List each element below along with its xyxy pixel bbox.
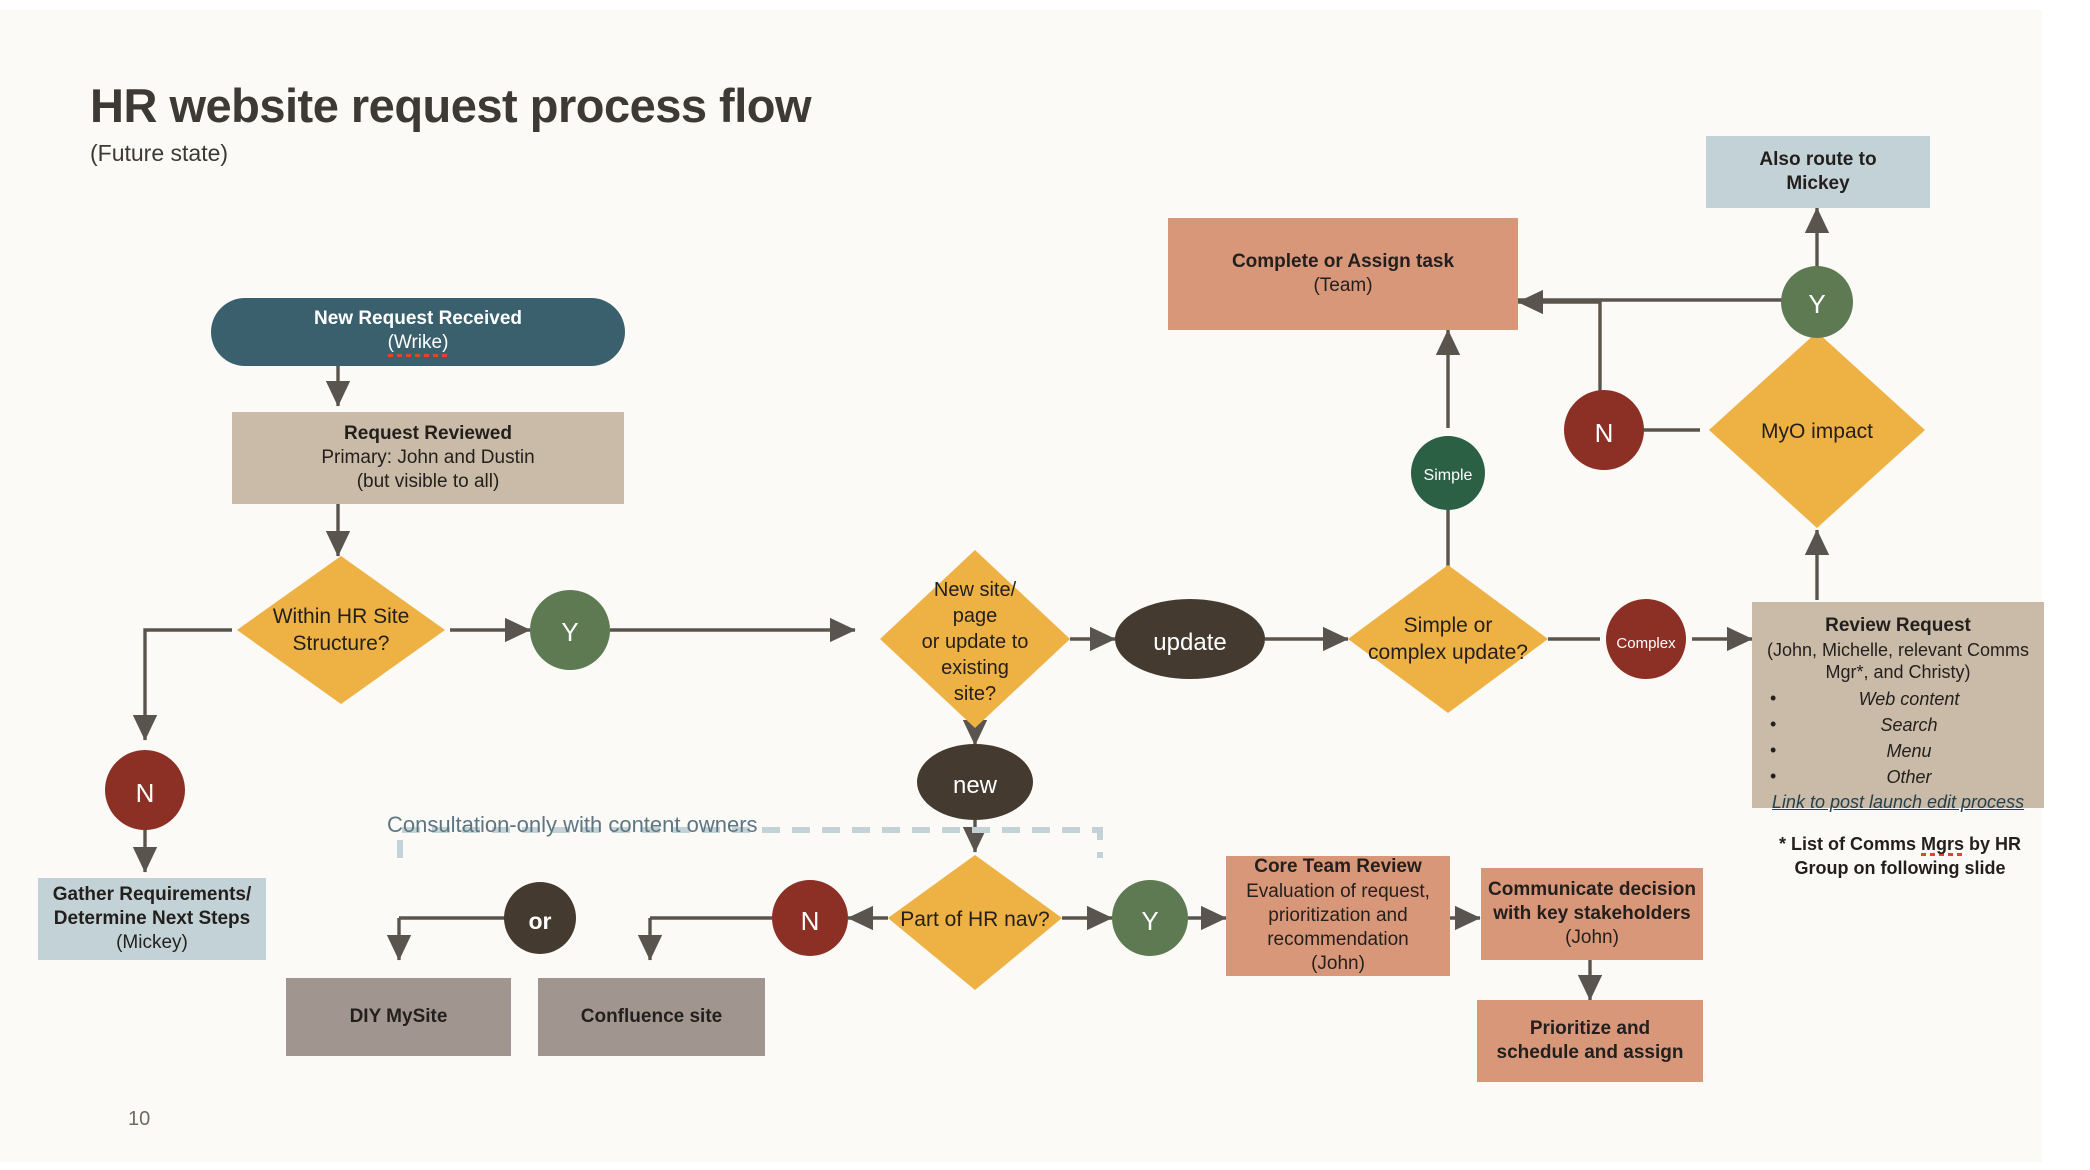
node-line-2: Evaluation of request, xyxy=(1246,880,1430,902)
consultation-only-label: Consultation-only with content owners xyxy=(387,812,758,837)
node-line-2: (Team) xyxy=(1313,275,1373,296)
svg-text:N: N xyxy=(801,906,820,936)
svg-text:page: page xyxy=(953,605,998,627)
node-title: Core Team Review xyxy=(1254,856,1422,878)
node-line-4: recommendation xyxy=(1267,929,1409,951)
node-diy-mysite[interactable]: DIY MySite xyxy=(286,978,511,1056)
svg-text:Y: Y xyxy=(1141,906,1158,936)
node-line-2: with key stakeholders xyxy=(1493,902,1691,924)
node-title: Review Request xyxy=(1825,615,1971,636)
node-title: Complete or Assign task xyxy=(1231,250,1455,272)
svg-text:Structure?: Structure? xyxy=(293,632,390,655)
node-new-request-received[interactable]: New Request Received (Wrike) xyxy=(211,298,625,366)
post-launch-edit-process-link[interactable]: Link to post launch edit process xyxy=(1771,792,2025,813)
node-title: Request Reviewed xyxy=(344,422,512,444)
node-line-2: Determine Next Steps xyxy=(53,907,251,929)
review-request-bullet-list: Web content Search Menu Other xyxy=(1766,685,2030,790)
node-title: Confluence site xyxy=(580,1005,723,1027)
list-item: Menu xyxy=(1770,737,2030,764)
node-title: Gather Requirements/ xyxy=(52,883,252,905)
svg-text:existing: existing xyxy=(941,657,1009,679)
node-title: Also route to xyxy=(1759,148,1877,170)
svg-text:N: N xyxy=(1595,418,1614,448)
page-number: 10 xyxy=(128,1108,151,1130)
node-subtitle: (Wrike) xyxy=(387,331,449,358)
svg-text:Simple or: Simple or xyxy=(1404,614,1493,637)
svg-text:update: update xyxy=(1153,629,1226,656)
node-title: New Request Received xyxy=(313,307,523,329)
page-title: HR website request process flow xyxy=(90,79,812,132)
svg-text:New site/: New site/ xyxy=(934,579,1017,601)
node-line-2: schedule and assign xyxy=(1496,1042,1684,1063)
svg-text:Y: Y xyxy=(561,617,578,647)
node-title: DIY MySite xyxy=(349,1005,448,1027)
svg-text:or update to: or update to xyxy=(922,631,1029,653)
node-line-3: Mgr*, and Christy) xyxy=(1825,662,1971,683)
svg-text:Y: Y xyxy=(1808,289,1825,319)
svg-text:site?: site? xyxy=(954,683,996,705)
node-communicate-decision[interactable]: Communicate decision with key stakeholde… xyxy=(1481,868,1703,960)
connector-node-shapes xyxy=(105,266,1853,956)
svg-text:MyO impact: MyO impact xyxy=(1761,420,1873,443)
footnote-line-2: Group on following slide xyxy=(1794,858,2006,879)
node-line-3: prioritization and xyxy=(1268,904,1408,926)
node-title: Prioritize and xyxy=(1529,1017,1651,1039)
slide-top-margin xyxy=(0,0,2090,10)
node-request-reviewed[interactable]: Request Reviewed Primary: John and Dusti… xyxy=(232,412,624,504)
list-item: Search xyxy=(1770,711,2030,738)
svg-text:Simple: Simple xyxy=(1424,467,1473,484)
svg-text:Within HR Site: Within HR Site xyxy=(273,605,410,628)
slide-right-margin xyxy=(2042,0,2090,1170)
node-line-5: (John) xyxy=(1311,953,1365,975)
svg-text:N: N xyxy=(136,778,155,808)
node-line-2: Primary: John and Dustin xyxy=(321,446,535,468)
node-line-3: (but visible to all) xyxy=(356,471,500,493)
slide-bottom-margin xyxy=(0,1162,2090,1170)
node-confluence-site[interactable]: Confluence site xyxy=(538,978,765,1056)
node-review-request[interactable]: Review Request (John, Michelle, relevant… xyxy=(1752,602,2044,812)
svg-text:complex update?: complex update? xyxy=(1368,641,1528,664)
node-line-2: Mickey xyxy=(1786,173,1850,194)
node-gather-requirements[interactable]: Gather Requirements/ Determine Next Step… xyxy=(38,878,266,960)
svg-text:Part of HR nav?: Part of HR nav? xyxy=(900,908,1049,931)
node-also-route-to-mickey[interactable]: Also route to Mickey xyxy=(1706,136,1930,208)
node-title: Communicate decision xyxy=(1488,878,1696,900)
node-prioritize-and-schedule[interactable]: Prioritize and schedule and assign xyxy=(1477,1000,1703,1082)
footnote-line-1: * List of Comms Mgrs by HR xyxy=(1778,834,2022,856)
node-core-team-review[interactable]: Core Team Review Evaluation of request, … xyxy=(1226,856,1450,976)
comms-mgrs-footnote: * List of Comms Mgrs by HR Group on foll… xyxy=(1752,832,2048,881)
page-subtitle: (Future state) xyxy=(90,140,229,166)
list-item: Other xyxy=(1770,763,2030,790)
node-line-3: (Mickey) xyxy=(116,932,188,954)
svg-text:or: or xyxy=(529,908,552,934)
node-complete-or-assign-task[interactable]: Complete or Assign task (Team) xyxy=(1168,218,1518,330)
node-line-2: (John, Michelle, relevant Comms xyxy=(1766,639,2030,660)
list-item: Web content xyxy=(1770,685,2030,712)
svg-text:new: new xyxy=(953,772,998,799)
node-line-3: (John) xyxy=(1565,927,1619,949)
svg-text:Complex: Complex xyxy=(1616,635,1676,652)
